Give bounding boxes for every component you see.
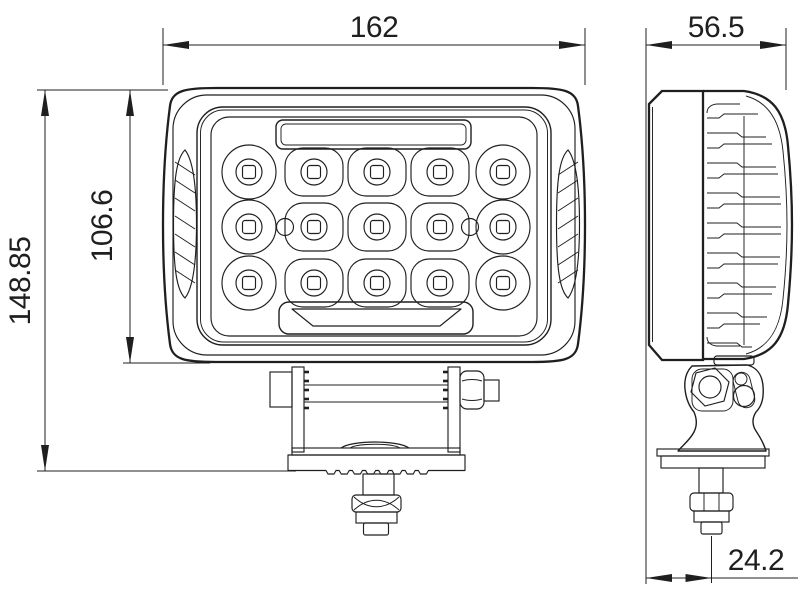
bolt-shaft: [698, 467, 724, 494]
breather-hole: [460, 217, 480, 237]
led-cell: [284, 258, 344, 308]
bottom-slot: [278, 301, 474, 335]
led-cell: [475, 144, 531, 200]
led-cell: [410, 258, 470, 308]
led-cell: [347, 258, 407, 308]
base-flange-lip: [656, 448, 770, 457]
led-grid: [221, 144, 531, 311]
side-lens: [647, 89, 705, 362]
pivot-boss-left: [269, 371, 293, 408]
led-cell: [475, 199, 531, 255]
side-bracket-outline: [677, 364, 767, 452]
bolt-shaft: [362, 473, 395, 496]
front-lens-edge: [210, 116, 538, 337]
front-housing-outline: [161, 86, 587, 364]
led-cell: [347, 147, 407, 197]
led-cell: [410, 147, 470, 197]
dimension-bolt-offset: 24.2: [646, 536, 798, 583]
bolt-tip: [700, 521, 723, 535]
led-cell: [410, 202, 470, 252]
front-view: [161, 86, 587, 536]
dimension-front-width: 162: [162, 11, 586, 85]
bracket-dome: [340, 441, 410, 449]
dim-label-bolt-offset: 24.2: [728, 544, 784, 577]
knurl-marks: [304, 370, 448, 410]
front-housing-seam: [172, 94, 576, 356]
led-cell: [347, 202, 407, 252]
pivot-nut-facets: [461, 379, 483, 401]
pivot-nut-right: [459, 370, 485, 410]
base-flange: [660, 455, 766, 469]
side-housing-inner-line: [745, 95, 788, 355]
led-cell: [284, 147, 344, 197]
connector-stub: [483, 379, 500, 402]
bolt-nut: [689, 492, 734, 512]
dim-label-side-depth: 56.5: [688, 11, 744, 44]
pivot-bolt-hex: [690, 367, 730, 407]
bracket-dome-inner: [349, 443, 401, 449]
dimension-total-height: 148.85: [4, 89, 296, 472]
top-slot: [275, 119, 472, 150]
hatch-lines: [557, 161, 579, 284]
side-housing-outline: [703, 89, 794, 361]
side-mounting-bolt: [689, 467, 734, 535]
led-cell: [221, 199, 277, 255]
led-cell: [221, 144, 277, 200]
fin-block-top: [706, 103, 740, 114]
led-cell: [221, 255, 277, 311]
bolt-collar: [693, 510, 730, 523]
bolt-nut-chamfer: [353, 496, 400, 511]
heat-sink-fins: [707, 113, 781, 348]
front-left-fin-strip: [172, 149, 198, 299]
pivot-bolt-circle: [698, 375, 722, 399]
dim-label-front-width: 162: [350, 11, 399, 44]
adjustment-slot: [732, 371, 756, 409]
bolt-tip: [362, 522, 390, 536]
front-right-fin-strip: [555, 149, 581, 299]
side-mounting-bracket: [656, 364, 770, 535]
bolt-collar: [355, 511, 398, 524]
dimension-lens-height: 106.6: [86, 90, 210, 364]
bracket-post-left: [291, 366, 305, 453]
hatch-lines: [174, 161, 196, 284]
breather-hole: [275, 217, 295, 237]
dim-label-total-height: 148.85: [4, 237, 37, 326]
dimension-side-depth: 56.5: [645, 11, 787, 584]
bolt-nut: [351, 494, 402, 513]
bracket-post-right: [447, 366, 461, 453]
side-view: [647, 89, 794, 535]
dim-label-lens-height: 106.6: [86, 190, 119, 263]
bracket-cross-bar: [291, 447, 461, 456]
front-mounting-bolt: [351, 473, 402, 536]
led-cell: [475, 255, 531, 311]
front-mounting-bracket: [269, 366, 500, 536]
fin-block-bottom: [706, 336, 740, 347]
serrated-base-plate: [287, 454, 466, 475]
front-lens-bezel-inner: [200, 109, 548, 343]
